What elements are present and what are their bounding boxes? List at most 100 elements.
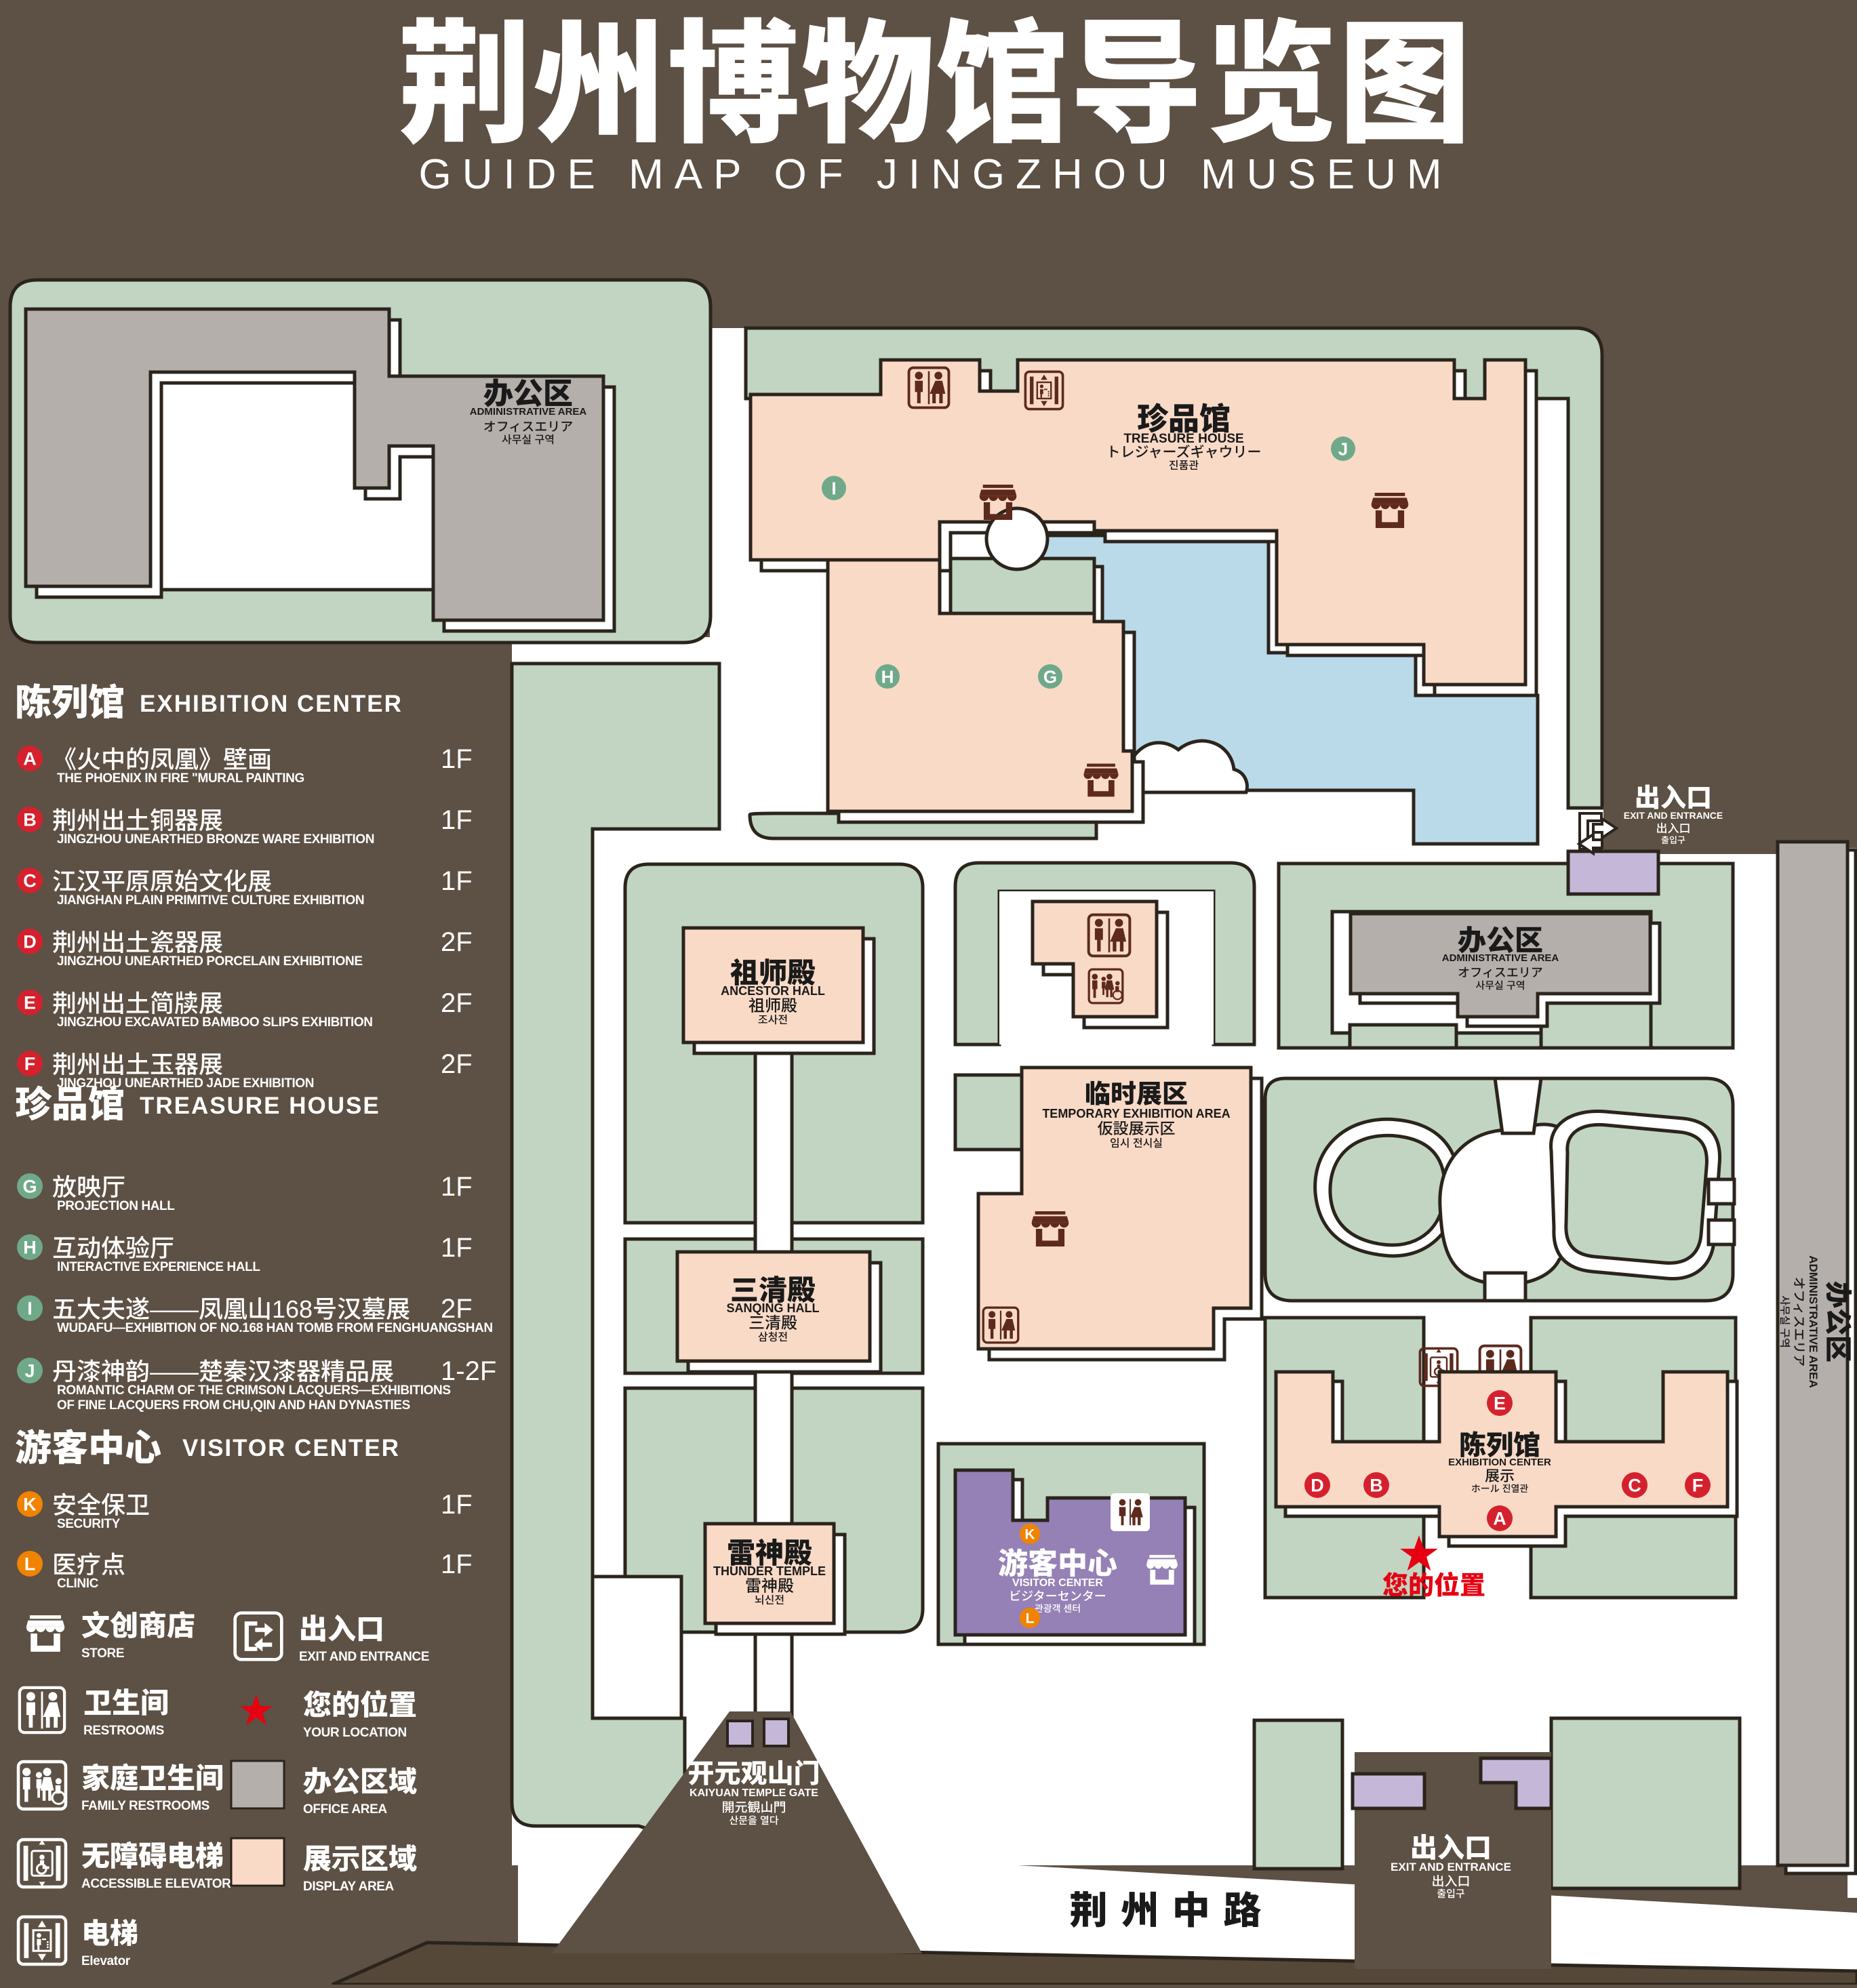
svg-text:展示区域: 展示区域: [303, 1836, 417, 1878]
svg-text:SECURITY: SECURITY: [57, 1517, 121, 1531]
svg-text:JINGZHOU UNEARTHED PORCELAIN E: JINGZHOU UNEARTHED PORCELAIN EXHIBITIONE: [57, 954, 363, 969]
svg-text:2F: 2F: [441, 1049, 473, 1079]
svg-text:您的位置: 您的位置: [1382, 1564, 1485, 1602]
svg-text:出入口: 出入口: [1431, 1871, 1470, 1890]
svg-text:TREASURE HOUSE: TREASURE HOUSE: [1123, 432, 1243, 446]
svg-text:祖师殿: 祖师殿: [748, 992, 797, 1016]
svg-text:뇌신전: 뇌신전: [755, 1591, 784, 1607]
svg-text:ビジターセンター: ビジターセンター: [1009, 1587, 1106, 1604]
svg-text:1F: 1F: [441, 1233, 473, 1263]
svg-text:互动体验厅: 互动体验厅: [52, 1229, 174, 1264]
svg-text:출입구: 출입구: [1437, 1886, 1465, 1901]
svg-text:《火中的凤凰》壁画: 《火中的凤凰》壁画: [52, 740, 272, 775]
svg-text:荆州出土瓷器展: 荆州出土瓷器展: [52, 923, 223, 958]
svg-text:F: F: [24, 1054, 36, 1074]
svg-text:您的位置: 您的位置: [303, 1682, 417, 1724]
svg-text:办公区: 办公区: [483, 369, 573, 413]
svg-text:荆 州 中 路: 荆 州 中 路: [1070, 1880, 1263, 1935]
svg-text:A: A: [1493, 1509, 1506, 1529]
svg-text:THUNDER TEMPLE: THUNDER TEMPLE: [713, 1564, 826, 1578]
svg-text:祖师殿: 祖师殿: [730, 950, 816, 992]
svg-text:1F: 1F: [441, 866, 473, 896]
svg-text:陈列馆: 陈列馆: [15, 672, 125, 726]
svg-text:VISITOR CENTER: VISITOR CENTER: [1012, 1577, 1103, 1589]
svg-text:STORE: STORE: [81, 1646, 124, 1661]
svg-text:文创商店: 文创商店: [81, 1603, 195, 1644]
svg-text:三清殿: 三清殿: [730, 1267, 816, 1309]
svg-text:J: J: [24, 1361, 35, 1381]
svg-text:L: L: [24, 1554, 36, 1575]
svg-text:VISITOR CENTER: VISITOR CENTER: [182, 1435, 400, 1461]
svg-text:ADMINISTRATIVE AREA: ADMINISTRATIVE AREA: [470, 406, 587, 418]
svg-text:办公区域: 办公区域: [303, 1759, 417, 1800]
svg-text:游客中心: 游客中心: [998, 1539, 1117, 1583]
svg-text:SANQING HALL: SANQING HALL: [727, 1301, 820, 1315]
svg-text:L: L: [1026, 1611, 1035, 1627]
svg-text:D: D: [23, 932, 37, 952]
svg-text:2F: 2F: [441, 927, 473, 957]
svg-text:办公区: 办公区: [1820, 1281, 1857, 1362]
svg-text:PROJECTION HALL: PROJECTION HALL: [57, 1199, 175, 1213]
svg-text:ホール 진열관: ホール 진열관: [1471, 1482, 1529, 1495]
svg-text:K: K: [23, 1495, 37, 1515]
svg-text:荆州博物馆导览图: 荆州博物馆导览图: [399, 0, 1473, 169]
svg-text:出入口: 出入口: [299, 1606, 384, 1648]
svg-text:珍品馆: 珍品馆: [15, 1074, 125, 1128]
svg-text:陈列馆: 陈列馆: [1459, 1423, 1540, 1463]
svg-text:DISPLAY AREA: DISPLAY AREA: [303, 1880, 395, 1894]
svg-text:사무실 구역: 사무실 구역: [502, 430, 555, 447]
svg-text:トレジャーズギャウリー: トレジャーズギャウリー: [1106, 441, 1262, 462]
svg-text:B: B: [23, 810, 37, 830]
svg-text:オフィスエリア: オフィスエリア: [1458, 963, 1543, 981]
svg-text:放映厅: 放映厅: [52, 1168, 125, 1203]
svg-text:진품관: 진품관: [1169, 456, 1199, 472]
svg-text:K: K: [1024, 1527, 1035, 1543]
svg-text:五大夫遂——凤凰山168号汉墓展: 五大夫遂——凤凰山168号汉墓展: [52, 1290, 410, 1325]
svg-text:丹漆神韵——楚秦汉漆器精品展: 丹漆神韵——楚秦汉漆器精品展: [52, 1352, 394, 1387]
svg-text:OF FINE LACQUERS FROM CHU,QIN: OF FINE LACQUERS FROM CHU,QIN AND HAN DY…: [57, 1398, 410, 1413]
svg-text:卫生间: 卫生间: [83, 1680, 169, 1722]
svg-text:出入口: 出入口: [1635, 777, 1712, 814]
svg-text:电梯: 电梯: [81, 1911, 138, 1952]
svg-text:G: G: [1043, 666, 1057, 687]
svg-text:安全保卫: 安全保卫: [52, 1486, 150, 1521]
svg-text:珍品馆: 珍品馆: [1137, 394, 1231, 439]
svg-text:家庭卫生间: 家庭卫生间: [81, 1756, 224, 1797]
svg-text:三清殿: 三清殿: [748, 1310, 797, 1333]
svg-text:雷神殿: 雷神殿: [727, 1530, 812, 1572]
svg-text:A: A: [23, 749, 37, 769]
svg-text:FAMILY RESTROOMS: FAMILY RESTROOMS: [81, 1799, 209, 1813]
svg-text:JINGZHOU UNEARTHED JADE EXHIBI: JINGZHOU UNEARTHED JADE EXHIBITION: [57, 1076, 314, 1091]
svg-text:CLINIC: CLINIC: [57, 1577, 99, 1591]
svg-text:KAIYUAN TEMPLE GATE: KAIYUAN TEMPLE GATE: [690, 1787, 818, 1799]
svg-text:2F: 2F: [441, 1294, 473, 1324]
svg-text:WUDAFU—EXHIBITION OF NO.168 HA: WUDAFU—EXHIBITION OF NO.168 HAN TOMB FRO…: [57, 1321, 493, 1335]
svg-text:YOUR LOCATION: YOUR LOCATION: [303, 1726, 407, 1740]
svg-text:荆州出土铜器展: 荆州出土铜器展: [52, 801, 223, 836]
svg-text:D: D: [1311, 1476, 1324, 1496]
svg-text:开元观山门: 开元观山门: [687, 1753, 820, 1791]
svg-text:사무실 구역: 사무실 구역: [1778, 1295, 1794, 1348]
svg-text:H: H: [23, 1238, 37, 1258]
svg-text:G: G: [22, 1177, 37, 1197]
svg-text:GUIDE MAP OF JINGZHOU MUSEUM: GUIDE MAP OF JINGZHOU MUSEUM: [418, 151, 1452, 198]
svg-text:游客中心: 游客中心: [15, 1418, 161, 1472]
svg-text:사무실 구역: 사무실 구역: [1475, 978, 1525, 992]
svg-text:1F: 1F: [441, 1172, 473, 1202]
svg-text:I: I: [831, 478, 836, 498]
svg-text:관광객 센터: 관광객 센터: [1035, 1602, 1081, 1615]
svg-text:1-2F: 1-2F: [441, 1356, 496, 1386]
svg-text:TREASURE HOUSE: TREASURE HOUSE: [140, 1093, 380, 1119]
svg-text:TEMPORARY EXHIBITION AREA: TEMPORARY EXHIBITION AREA: [1042, 1107, 1230, 1120]
svg-text:1F: 1F: [441, 1549, 473, 1579]
svg-text:삼청전: 삼청전: [758, 1328, 788, 1344]
svg-text:医疗点: 医疗点: [52, 1545, 125, 1581]
svg-text:Elevator: Elevator: [81, 1954, 131, 1968]
svg-text:出入口: 出入口: [1656, 819, 1691, 836]
svg-text:임시 전시실: 임시 전시실: [1110, 1134, 1163, 1150]
svg-text:I: I: [27, 1299, 33, 1319]
svg-text:JIANGHAN PLAIN PRIMITIVE CULTU: JIANGHAN PLAIN PRIMITIVE CULTURE EXHIBIT…: [57, 893, 364, 908]
svg-text:无障碍电梯: 无障碍电梯: [81, 1833, 224, 1875]
svg-text:オフィスエリア: オフィスエリア: [483, 417, 574, 435]
svg-text:临时展区: 临时展区: [1085, 1073, 1188, 1110]
